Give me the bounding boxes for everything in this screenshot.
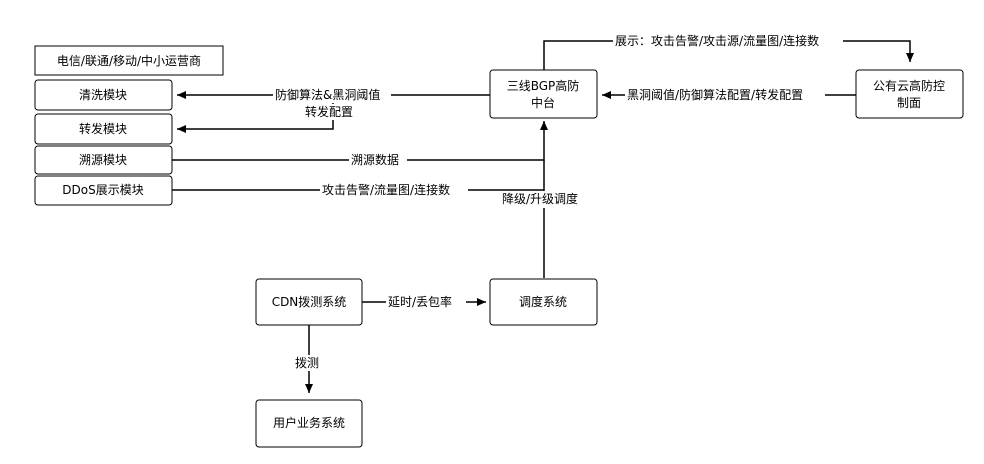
edge-label-latency: 延时/丢包率 xyxy=(388,294,452,309)
edge-label-downgrade: 降级/升级调度 xyxy=(502,191,578,206)
edge-label-traceback-data: 溯源数据 xyxy=(351,152,399,167)
node-label-traceback: 溯源模块 xyxy=(79,152,127,167)
node-label-cloud-line1: 公有云高防控 xyxy=(873,78,945,93)
node-carriers: 电信/联通/移动/中小运营商 xyxy=(34,45,224,76)
node-label-cdn-probe: CDN拨测系统 xyxy=(272,295,347,309)
node-cleaning-module: 清洗模块 xyxy=(34,79,173,111)
edge-labels: 展示：攻击告警/攻击源/流量图/连接数 黑洞阈值/防御算法配置/转发配置 防御算… xyxy=(273,33,843,371)
edge-label-blackhole-config: 黑洞阈值/防御算法配置/转发配置 xyxy=(627,87,803,102)
node-label-forwarding: 转发模块 xyxy=(79,121,127,136)
edge-label-defense-algo: 防御算法&黑洞阈值 xyxy=(275,87,380,102)
node-traceback-module: 溯源模块 xyxy=(34,145,173,175)
edge-label-forward-config: 转发配置 xyxy=(305,104,353,119)
node-ddos-display-module: DDoS展示模块 xyxy=(34,175,173,206)
node-label-ddos-display: DDoS展示模块 xyxy=(62,183,143,197)
node-label-carriers: 电信/联通/移动/中小运营商 xyxy=(57,53,201,68)
node-forwarding-module: 转发模块 xyxy=(34,113,173,145)
node-label-cloud-line2: 制面 xyxy=(897,96,921,110)
node-label-user-business: 用户业务系统 xyxy=(273,415,345,430)
edge-label-attack-alert: 攻击告警/流量图/连接数 xyxy=(322,182,450,197)
node-label-bgp-line2: 中台 xyxy=(531,95,555,110)
node-label-cleaning: 清洗模块 xyxy=(79,88,127,102)
edge-label-probe: 拨测 xyxy=(295,356,319,370)
node-scheduler-system: 调度系统 xyxy=(489,278,598,326)
node-cloud-control-plane: 公有云高防控 制面 xyxy=(855,69,964,119)
node-label-scheduler: 调度系统 xyxy=(519,294,567,309)
edge-label-display: 展示：攻击告警/攻击源/流量图/连接数 xyxy=(615,33,819,48)
node-bgp-platform: 三线BGP高防 中台 xyxy=(489,69,598,119)
node-user-business-system: 用户业务系统 xyxy=(255,399,363,448)
node-cdn-probe-system: CDN拨测系统 xyxy=(255,278,363,326)
node-label-bgp-line1: 三线BGP高防 xyxy=(507,78,580,93)
